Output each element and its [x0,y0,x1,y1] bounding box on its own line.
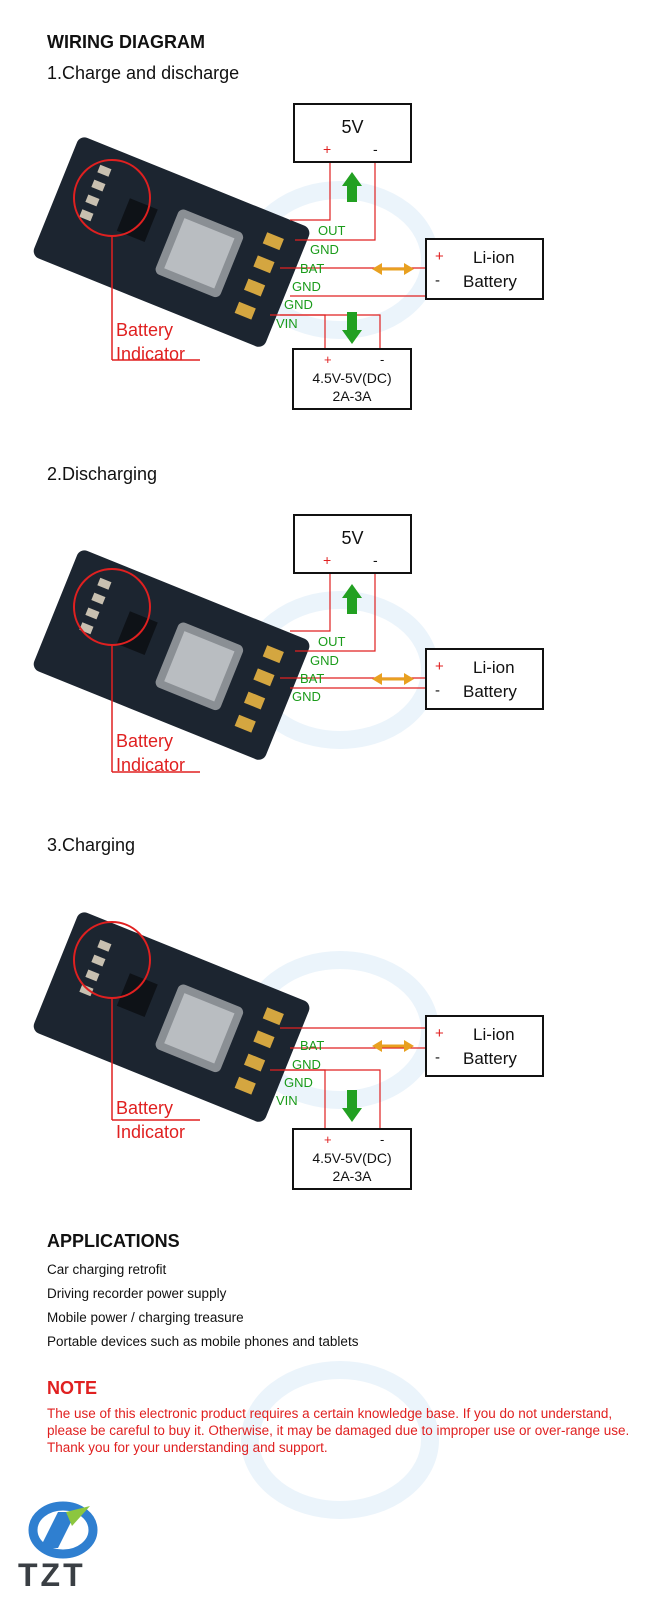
pin-label-gnd: GND [310,242,339,257]
output-5v-box: 5V + - [293,514,412,574]
battery-plus: + [435,658,444,675]
note-text: The use of this electronic product requi… [47,1406,630,1455]
pin-label-gnd: GND [292,279,321,294]
input-minus: - [380,352,385,367]
indicator-line1: Battery [116,1098,174,1118]
battery-line2: Battery [463,682,517,701]
tzt-logo-icon [28,1501,98,1559]
output-plus: + [323,141,332,157]
input-voltage: 4.5V-5V(DC) [312,370,392,386]
battery-minus: - [435,1049,440,1066]
pin-label-vin: VIN [276,316,298,331]
pin-label-gnd: GND [292,1057,321,1072]
pcb-board [33,912,310,1122]
battery-box: + - Li-ion Battery [425,1015,544,1077]
battery-line1: Li-ion [473,1025,515,1044]
input-voltage: 4.5V-5V(DC) [312,1150,392,1166]
pin-label-out: OUT [318,634,346,649]
pin-label-bat: BAT [300,671,325,686]
indicator-label: Battery Indicator [116,318,185,366]
output-voltage-label: 5V [341,528,364,548]
down-arrow [342,1090,362,1122]
section-2-heading: 2.Discharging [47,464,158,484]
application-item: Portable devices such as mobile phones a… [47,1334,359,1349]
pin-label-gnd: GND [284,1075,313,1090]
note-title: NOTE [47,1378,98,1398]
battery-line2: Battery [463,1049,517,1068]
section-1-diagram [33,137,425,361]
indicator-line1: Battery [116,320,174,340]
battery-line1: Li-ion [473,248,515,267]
input-box: + - 4.5V-5V(DC) 2A-3A [292,348,412,410]
output-5v-box: 5V + - [293,103,412,163]
indicator-label: Battery Indicator [116,729,185,777]
up-arrow [342,584,362,614]
battery-box: + - Li-ion Battery [425,238,544,300]
output-voltage-label: 5V [341,117,364,137]
battery-box: + - Li-ion Battery [425,648,544,710]
output-plus: + [323,552,332,568]
application-item: Mobile power / charging treasure [47,1310,244,1325]
logo-text: TZT [18,1557,86,1593]
watermark-logo [241,1361,439,1519]
page-title: WIRING DIAGRAM [47,32,205,52]
indicator-line2: Indicator [116,344,186,364]
input-plus: + [324,352,332,367]
input-current: 2A-3A [332,1168,372,1184]
indicator-line2: Indicator [116,755,186,775]
pcb-board [33,550,310,760]
pin-label-gnd: GND [292,689,321,704]
section-1-heading: 1.Charge and discharge [47,63,240,83]
pin-label-bat: BAT [300,1038,325,1053]
input-current: 2A-3A [332,388,372,404]
pin-label-bat: BAT [300,261,325,276]
battery-plus: + [435,248,444,265]
battery-minus: - [435,682,440,699]
pin-label-gnd: GND [310,653,339,668]
output-minus: - [373,141,378,157]
section-3-heading: 3.Charging [47,835,136,855]
down-arrow [342,312,362,344]
up-arrow [342,172,362,202]
battery-minus: - [435,272,440,289]
indicator-label: Battery Indicator [116,1096,185,1144]
pin-label-gnd: GND [284,297,313,312]
output-minus: - [373,552,378,568]
application-item: Car charging retrofit [47,1262,167,1277]
application-item: Driving recorder power supply [47,1286,227,1301]
applications-title: APPLICATIONS [47,1231,180,1251]
battery-line1: Li-ion [473,658,515,677]
indicator-line1: Battery [116,731,174,751]
input-box: + - 4.5V-5V(DC) 2A-3A [292,1128,412,1190]
pin-label-vin: VIN [276,1093,298,1108]
bidirectional-arrow [372,673,414,685]
pin-label-out: OUT [318,223,346,238]
indicator-line2: Indicator [116,1122,186,1142]
bidirectional-arrow [372,1040,414,1052]
input-minus: - [380,1132,385,1147]
battery-line2: Battery [463,272,517,291]
battery-plus: + [435,1025,444,1042]
section-2-diagram [33,550,425,773]
bidirectional-arrow [372,263,414,275]
section-3-diagram [33,912,425,1130]
input-plus: + [324,1132,332,1147]
